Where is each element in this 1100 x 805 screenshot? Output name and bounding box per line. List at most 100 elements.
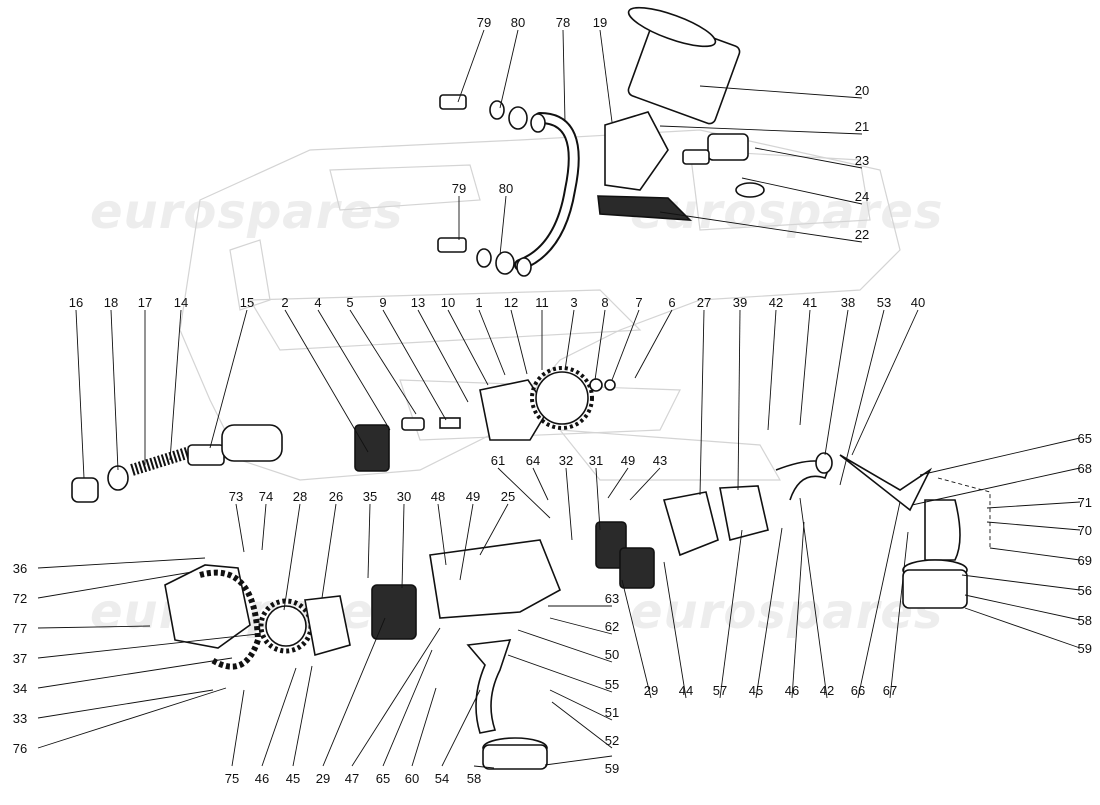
leader-line-c28	[283, 503, 301, 611]
leader-line-c77	[37, 625, 151, 629]
callout-c28: 28	[293, 489, 307, 504]
pump-gear	[619, 547, 655, 589]
leader-line-c49b	[459, 503, 474, 581]
pump-gear	[354, 424, 390, 472]
leader-line-c14	[169, 309, 182, 461]
leader-line-c73	[235, 503, 245, 553]
relief-valve-plug	[71, 477, 99, 503]
callout-c59b: 59	[605, 761, 619, 776]
callout-c49b: 49	[466, 489, 480, 504]
pump-cover	[662, 491, 719, 557]
leader-line-c75	[231, 689, 245, 767]
callout-c73: 73	[229, 489, 243, 504]
callout-c33: 33	[13, 711, 27, 726]
pump-gasket	[719, 485, 769, 541]
callout-c22: 22	[855, 227, 869, 242]
leader-line-c71	[986, 501, 1081, 509]
callout-c49a: 49	[621, 453, 635, 468]
callout-c42a: 42	[769, 295, 783, 310]
nut	[604, 379, 616, 391]
oil-filter-top	[627, 6, 717, 48]
callout-c64: 64	[526, 453, 540, 468]
sender-washer	[735, 182, 765, 198]
watermark-text: eurospares	[630, 584, 944, 640]
relief-valve-spring	[130, 446, 192, 476]
leader-line-c16	[75, 309, 85, 479]
callout-c60: 60	[405, 771, 419, 786]
leader-line-c52	[551, 701, 613, 749]
leader-line-c38	[824, 309, 849, 456]
callout-c42b: 42	[820, 683, 834, 698]
leader-line-c45b	[755, 527, 783, 699]
leader-line-c65a	[919, 437, 1081, 476]
callout-c9: 9	[379, 295, 386, 310]
leader-line-c6	[634, 309, 673, 379]
leader-line-c44	[663, 561, 687, 699]
callout-c3: 3	[570, 295, 577, 310]
leader-line-c42b	[799, 497, 828, 699]
key	[439, 417, 461, 429]
callout-c6: 6	[668, 295, 675, 310]
callout-c63: 63	[605, 591, 619, 606]
leader-line-c21	[659, 125, 863, 135]
callout-c69: 69	[1078, 553, 1092, 568]
leader-line-c59a	[964, 607, 1081, 649]
leader-line-c24	[741, 177, 863, 205]
leader-line-c5	[349, 309, 417, 415]
leader-line-c30	[401, 503, 405, 589]
oil-pump-body	[429, 539, 562, 619]
callout-c26: 26	[329, 489, 343, 504]
leader-line-c58b	[473, 765, 495, 769]
callout-c36: 36	[13, 561, 27, 576]
copper-washer	[476, 248, 492, 268]
leader-line-c35	[367, 503, 371, 579]
callout-c41: 41	[803, 295, 817, 310]
chain-tensioner	[164, 564, 251, 649]
callout-c31: 31	[589, 453, 603, 468]
leader-line-c41	[799, 309, 811, 426]
leader-line-c53	[839, 309, 885, 486]
leader-line-c67	[889, 531, 909, 699]
callout-c43: 43	[653, 453, 667, 468]
leader-line-c25	[479, 503, 509, 556]
callout-c58a: 58	[1078, 613, 1092, 628]
copper-washer	[489, 100, 505, 120]
callout-c61: 61	[491, 453, 505, 468]
leader-line-c29a	[322, 617, 386, 767]
leader-line-c4	[317, 309, 391, 431]
leader-line-c58a	[964, 594, 1081, 621]
leader-line-c26	[321, 503, 337, 599]
callout-c59a: 59	[1078, 641, 1092, 656]
callout-c16: 16	[69, 295, 83, 310]
callout-c65a: 65	[1078, 431, 1092, 446]
leader-line-c22	[659, 211, 863, 243]
callout-c66: 66	[851, 683, 865, 698]
leader-line-c42a	[767, 309, 777, 431]
right-pump-group	[595, 452, 991, 609]
callout-c75: 75	[225, 771, 239, 786]
leader-line-c57	[719, 529, 743, 699]
leader-line-c66	[857, 501, 901, 699]
leader-line-c50	[517, 629, 613, 663]
callout-c53: 53	[877, 295, 891, 310]
leader-line-c69	[989, 547, 1081, 561]
shaft	[401, 417, 425, 431]
oil-pressure-sender	[707, 133, 749, 161]
leader-line-c3	[564, 309, 575, 371]
leader-line-c80b	[499, 195, 507, 256]
leader-line-c29b	[621, 579, 652, 699]
washer	[589, 378, 603, 392]
leader-line-c36	[37, 557, 206, 569]
callout-c24: 24	[855, 189, 869, 204]
leader-line-c76	[37, 687, 227, 749]
leader-line-c8	[594, 309, 606, 381]
callout-c15: 15	[240, 295, 254, 310]
callout-c11: 11	[535, 295, 549, 310]
filter-support-gasket	[597, 195, 693, 221]
leader-line-c60	[411, 687, 437, 767]
leader-line-c7	[611, 309, 640, 381]
leader-line-c78	[562, 29, 566, 123]
